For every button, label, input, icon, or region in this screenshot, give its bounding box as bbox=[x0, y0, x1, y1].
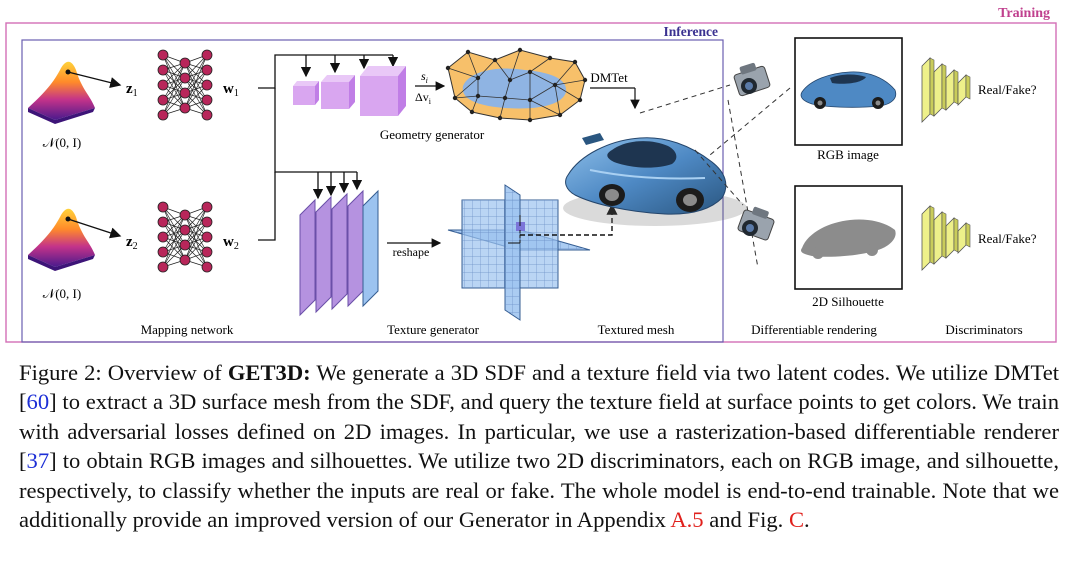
inference-label: Inference bbox=[664, 24, 718, 39]
mapping-network-bottom bbox=[157, 201, 213, 273]
neuron bbox=[157, 109, 169, 121]
w1-label: w1 bbox=[223, 81, 239, 99]
discriminator-top bbox=[921, 57, 971, 123]
gaussian-surface-top bbox=[28, 61, 95, 124]
neuron bbox=[179, 239, 191, 251]
caption-part-2: ] to extract a 3D surface mesh from the … bbox=[19, 389, 1059, 474]
neuron bbox=[179, 87, 191, 99]
neuron bbox=[201, 49, 213, 61]
neuron bbox=[179, 72, 191, 84]
tet-mesh bbox=[445, 47, 588, 123]
overview-figure: Training Inference 𝒩(0, I) 𝒩(0, I) z1 z2… bbox=[5, 6, 1057, 343]
gaussian-surface-bottom bbox=[28, 208, 95, 271]
neuron bbox=[157, 201, 169, 213]
neuron bbox=[157, 246, 169, 258]
texture-generator-label: Texture generator bbox=[387, 322, 480, 337]
discriminator-layer bbox=[921, 205, 931, 271]
figure-c-link[interactable]: C bbox=[788, 507, 805, 533]
differentiable-rendering-label: Differentiable rendering bbox=[751, 322, 877, 337]
real-fake-bottom: Real/Fake? bbox=[978, 231, 1037, 246]
discriminator-layer bbox=[933, 211, 943, 265]
geometry-generator-label: Geometry generator bbox=[380, 127, 485, 142]
neuron bbox=[179, 102, 191, 114]
rgb-image-label: RGB image bbox=[817, 147, 879, 162]
cube-2 bbox=[321, 75, 355, 109]
silhouette-label: 2D Silhouette bbox=[812, 294, 884, 309]
w2-label: w2 bbox=[223, 234, 239, 252]
silhouette-frame bbox=[794, 185, 903, 290]
texture-generator-planes bbox=[299, 189, 379, 317]
dvi-label: Δvi bbox=[415, 90, 432, 106]
mapping-network-label: Mapping network bbox=[141, 322, 234, 337]
cube-3 bbox=[360, 66, 406, 116]
neuron bbox=[179, 254, 191, 266]
citation-link-37[interactable]: 37 bbox=[26, 448, 50, 474]
neuron bbox=[201, 64, 213, 76]
neuron bbox=[157, 64, 169, 76]
caption-part-4: and Fig. bbox=[703, 507, 789, 533]
w-connectors bbox=[258, 54, 399, 241]
neuron bbox=[157, 79, 169, 91]
neuron bbox=[157, 231, 169, 243]
training-label: Training bbox=[998, 6, 1050, 21]
figure-caption: Figure 2: Overview of GET3D: We generate… bbox=[19, 358, 1059, 534]
mapping-network-top bbox=[157, 49, 213, 121]
normal-dist-bottom: 𝒩(0, I) bbox=[43, 286, 81, 301]
discriminator-layer bbox=[957, 74, 967, 106]
geometry-generator-cubes bbox=[293, 66, 406, 116]
camera-icon-top bbox=[733, 62, 771, 97]
neuron bbox=[201, 216, 213, 228]
textured-car bbox=[563, 133, 747, 226]
neuron bbox=[179, 57, 191, 69]
discriminator-layer bbox=[945, 69, 955, 111]
neuron bbox=[201, 201, 213, 213]
cube-1 bbox=[293, 81, 319, 105]
neuron bbox=[179, 224, 191, 236]
si-label: si bbox=[421, 69, 428, 85]
normal-dist-top: 𝒩(0, I) bbox=[43, 135, 81, 150]
neuron bbox=[201, 109, 213, 121]
camera-icon-bottom bbox=[737, 206, 775, 241]
neuron bbox=[201, 246, 213, 258]
discriminator-bottom bbox=[921, 205, 971, 271]
discriminator-layer bbox=[957, 222, 967, 254]
z1-label: z1 bbox=[126, 81, 138, 99]
discriminator-layer bbox=[921, 57, 931, 123]
z2-label: z2 bbox=[126, 234, 138, 252]
appendix-link[interactable]: A.5 bbox=[670, 507, 704, 533]
caption-part-1: We generate a 3D SDF and a texture field… bbox=[19, 360, 1059, 415]
discriminator-layer bbox=[933, 63, 943, 117]
neuron bbox=[157, 216, 169, 228]
caption-part-5: . bbox=[804, 507, 810, 533]
real-fake-top: Real/Fake? bbox=[978, 82, 1037, 97]
neuron bbox=[157, 261, 169, 273]
discriminators-label: Discriminators bbox=[945, 322, 1022, 337]
view-lines bbox=[639, 84, 791, 269]
neuron bbox=[179, 209, 191, 221]
triplane bbox=[447, 184, 591, 321]
neuron bbox=[157, 94, 169, 106]
neuron bbox=[157, 49, 169, 61]
neuron bbox=[201, 94, 213, 106]
textured-mesh-label: Textured mesh bbox=[598, 322, 675, 337]
citation-link-60[interactable]: 60 bbox=[26, 389, 50, 415]
neuron bbox=[201, 231, 213, 243]
caption-bold-title: GET3D: bbox=[227, 360, 311, 385]
neuron bbox=[201, 261, 213, 273]
rgb-image-frame bbox=[794, 37, 903, 146]
reshape-label: reshape bbox=[393, 245, 430, 259]
caption-part-3: ] to obtain RGB images and silhouettes. … bbox=[19, 448, 1059, 533]
dmtet-label: DMTet bbox=[590, 70, 628, 85]
discriminator-layer bbox=[945, 217, 955, 259]
neuron bbox=[201, 79, 213, 91]
caption-prefix: Figure 2: Overview of bbox=[19, 360, 228, 385]
